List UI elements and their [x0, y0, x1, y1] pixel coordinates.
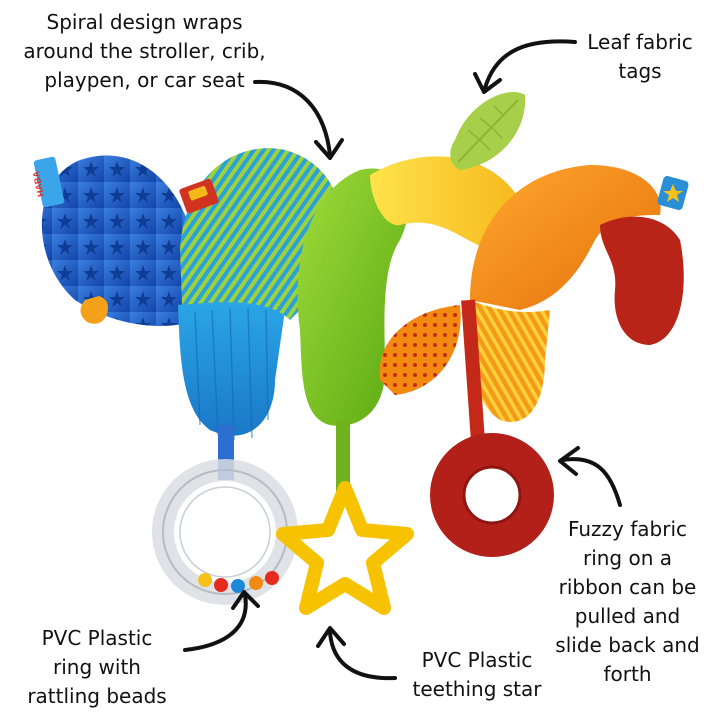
orange-plush-segment: [470, 165, 661, 310]
green-ribbon: [336, 420, 350, 500]
callout-teething-star: PVC Plastic teething star: [412, 648, 542, 701]
arrow-star-head: [316, 626, 346, 648]
small-flower-tag: [80, 296, 108, 324]
blue-star-tag: [657, 176, 689, 210]
arrow-spiral-head: [314, 138, 344, 160]
blue-head-segment: HABA: [31, 155, 201, 326]
red-corduroy-tail: [600, 216, 684, 345]
arrow-spiral: [253, 79, 332, 157]
arrow-fuzzy-ring-head: [558, 446, 580, 476]
callout-pvc-ring: PVC Plastic ring with rattling beads: [27, 626, 167, 708]
dotted-fabric-tag: [379, 305, 461, 395]
arrow-pvc-ring-head: [231, 590, 260, 610]
leaf-fabric-tag: [450, 92, 526, 170]
pvc-teething-star: [276, 481, 414, 615]
arrow-pvc-ring: [183, 593, 248, 652]
corduroy-ribs: [194, 307, 269, 441]
callout-leaf-tags: Leaf fabric tags: [587, 30, 693, 83]
arrow-leaf: [483, 39, 577, 90]
green-plush-segment: [297, 168, 408, 426]
arrow-star: [328, 630, 397, 681]
fuzzy-fabric-ring: [430, 433, 554, 557]
callout-spiral-design: Spiral design wraps around the stroller,…: [23, 10, 266, 92]
arrow-leaf-head: [473, 72, 502, 94]
pvc-rattle-ring: [152, 459, 298, 605]
arrow-fuzzy-ring: [560, 457, 622, 507]
orange-striped-segment: [468, 300, 550, 422]
callout-fuzzy-ring: Fuzzy fabric ring on a ribbon can be pul…: [555, 517, 700, 686]
red-ribbon: [461, 299, 485, 441]
haba-brand-tag: [33, 156, 65, 208]
